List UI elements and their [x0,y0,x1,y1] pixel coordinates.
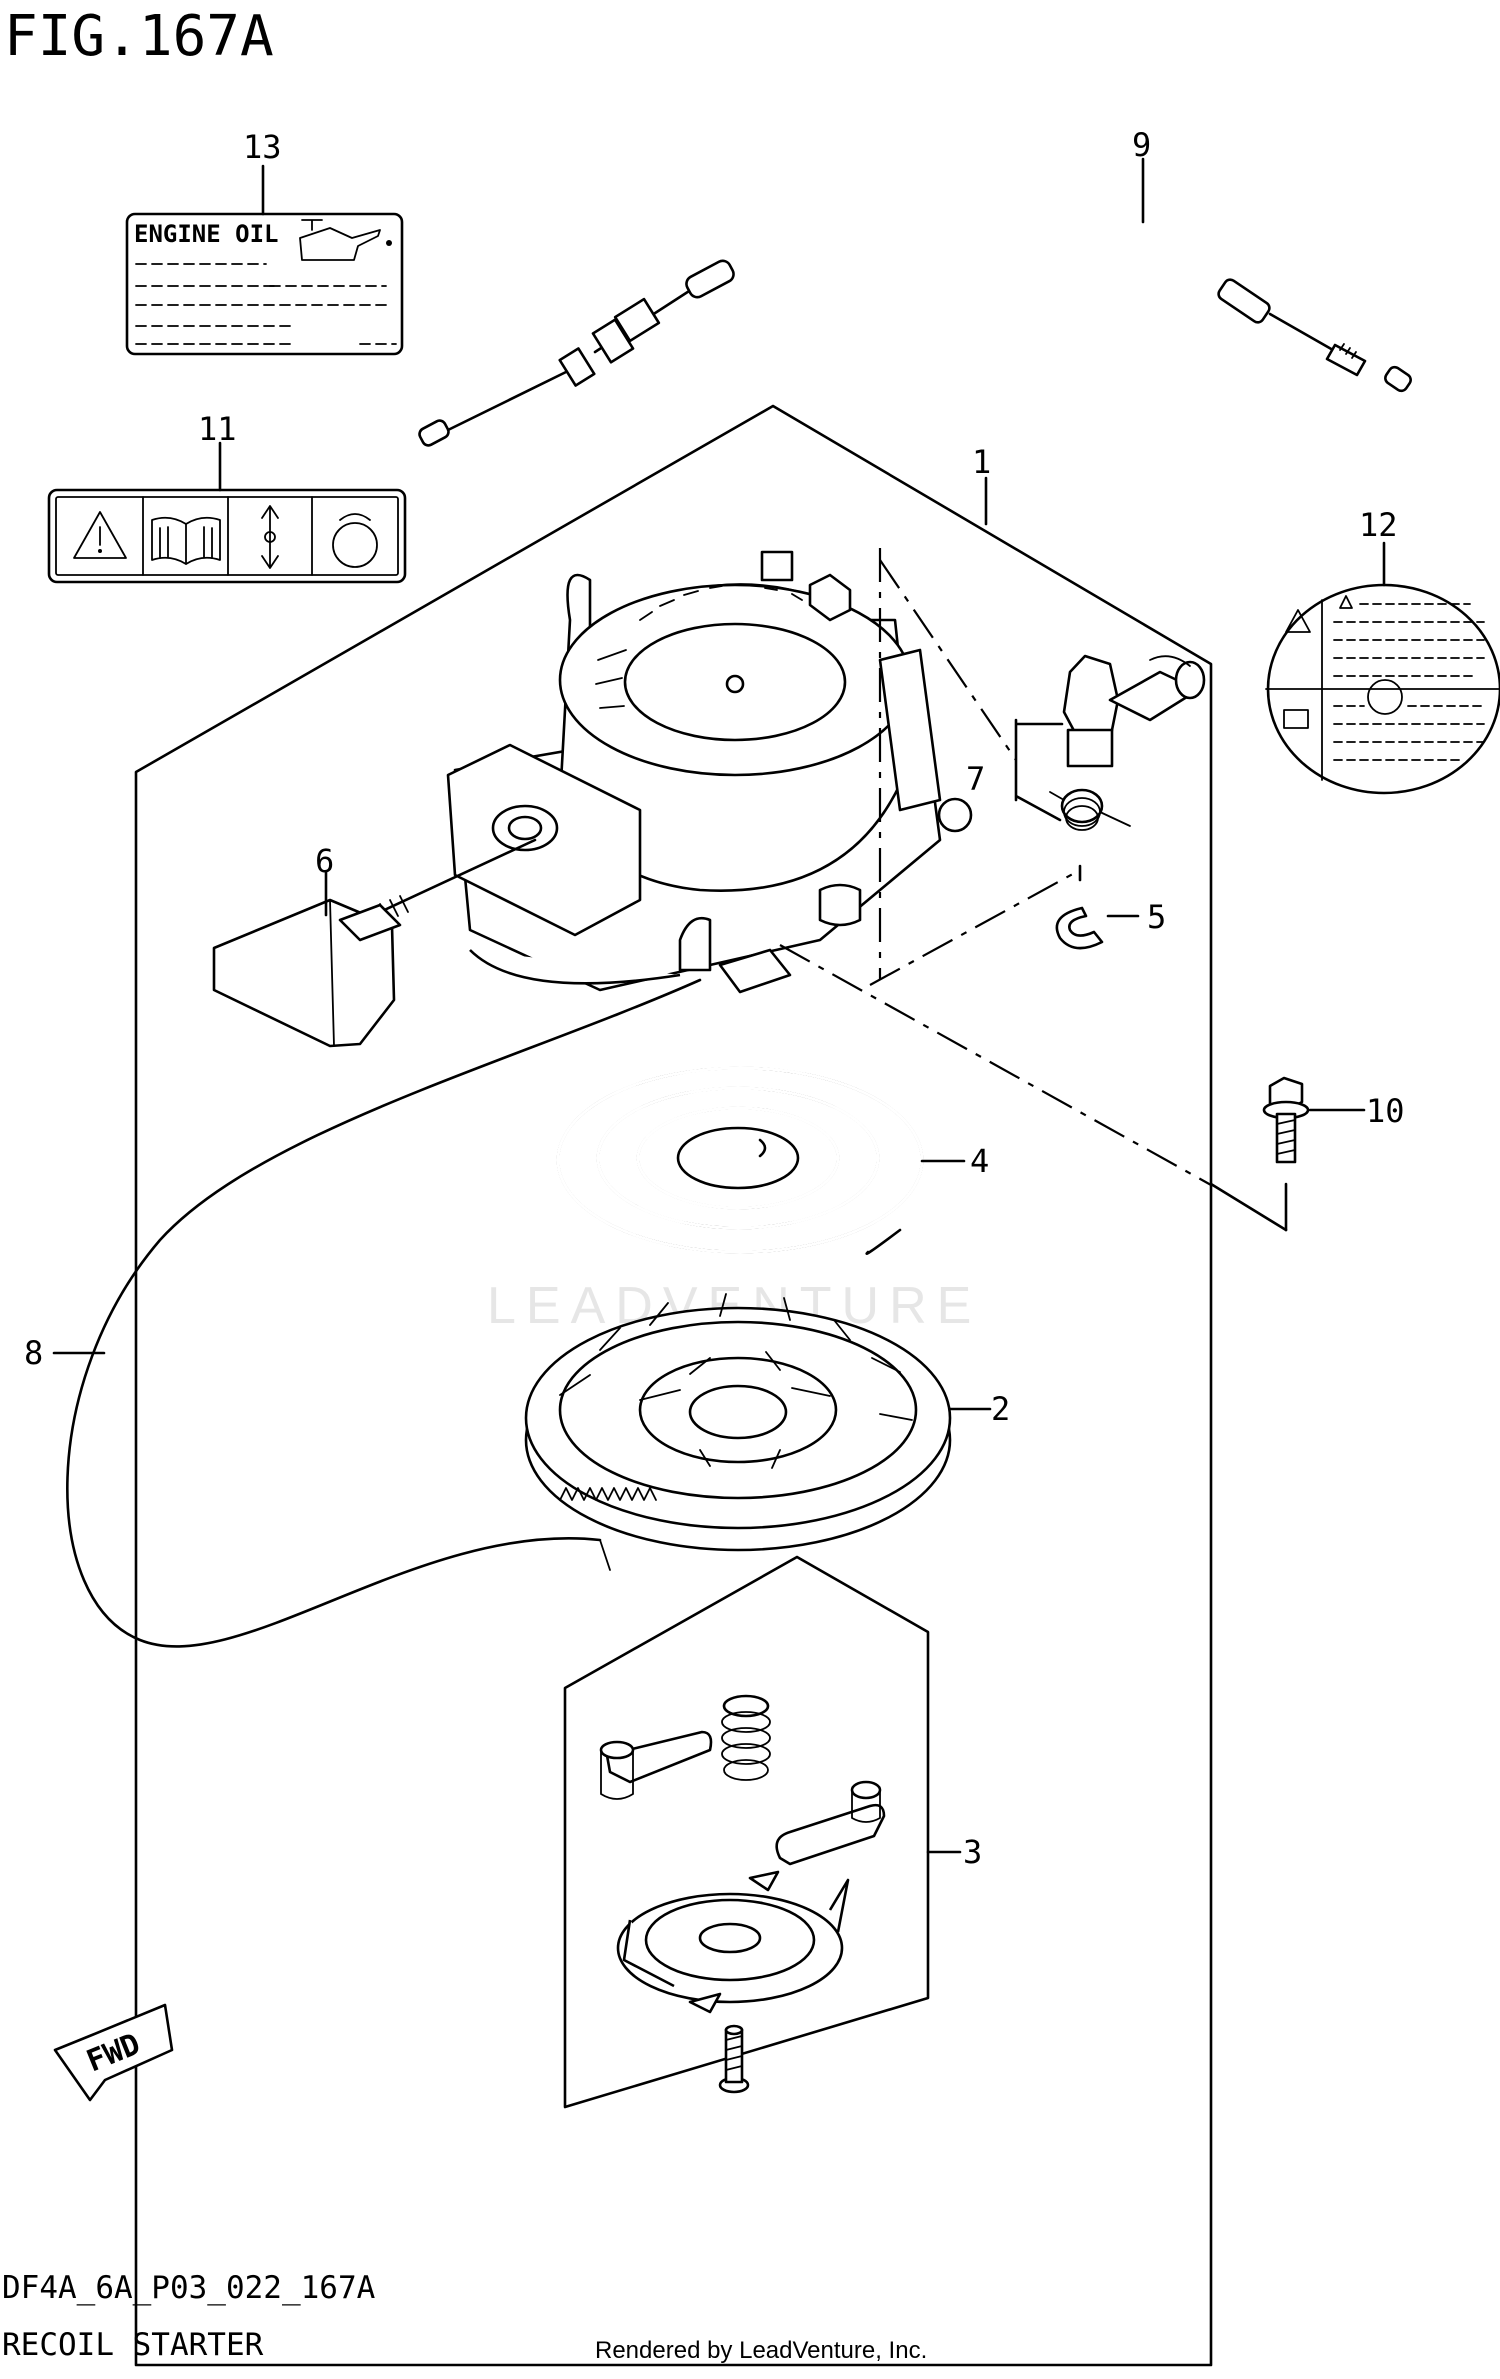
starter-rope[interactable] [66,978,702,1648]
callout-9: 9 [1132,126,1151,164]
ratchet-set-boundary [563,1555,930,2109]
warning-label[interactable] [47,488,407,584]
stop-lever[interactable] [1062,654,1206,768]
callout-13: 13 [243,128,282,166]
ratchet-pawl-left[interactable] [599,1730,713,1800]
ratchet-set[interactable] [599,1694,886,2094]
callout-5: 5 [1147,898,1166,936]
e-clip[interactable] [1055,906,1104,950]
callout-1: 1 [972,443,991,481]
callout-3: 3 [963,1833,982,1871]
oil-can-icon [299,219,392,261]
ratchet-pawl-right[interactable] [775,1780,886,1866]
starter-handle[interactable] [212,838,537,1048]
engine-oil-label[interactable]: ENGINE OIL [125,212,404,356]
arrow-up-down-icon [261,505,279,569]
ratchet-screw[interactable] [718,2024,750,2094]
ratchet-guide-plate[interactable] [616,1870,850,2014]
recoil-spring[interactable] [556,1066,924,1255]
warning-triangle-icon [73,511,127,559]
callout-2: 2 [991,1390,1010,1428]
starter-reel[interactable] [524,1293,952,1552]
caution-label-round[interactable] [1265,583,1500,795]
manual-book-icon [151,516,221,565]
callout-12: 12 [1359,506,1398,544]
callout-10: 10 [1366,1092,1405,1130]
callout-6: 6 [315,842,334,880]
ratchet-spring[interactable] [721,1694,771,1781]
lever-return-spring[interactable] [1049,788,1131,831]
callout-11: 11 [198,410,237,448]
fwd-arrow-icon: FWD [53,2003,174,2102]
rendered-by-credit: Rendered by LeadVenture, Inc. [595,2337,927,2364]
section-name: RECOIL STARTER [2,2327,264,2363]
assembly-boundary [134,404,1213,2367]
engine-oil-text: ENGINE OIL [134,220,279,248]
callout-7: 7 [966,760,985,798]
diagram-code: DF4A_6A_P03_022_167A [2,2270,376,2306]
callout-8: 8 [24,1334,43,1372]
callout-4: 4 [970,1142,989,1180]
starter-cable[interactable] [417,199,1413,448]
figure-title: FIG.167A [4,4,274,69]
mounting-bolt[interactable] [1262,1076,1310,1164]
recoil-starter-housing[interactable] [446,550,973,994]
pull-handle-icon [332,513,378,568]
